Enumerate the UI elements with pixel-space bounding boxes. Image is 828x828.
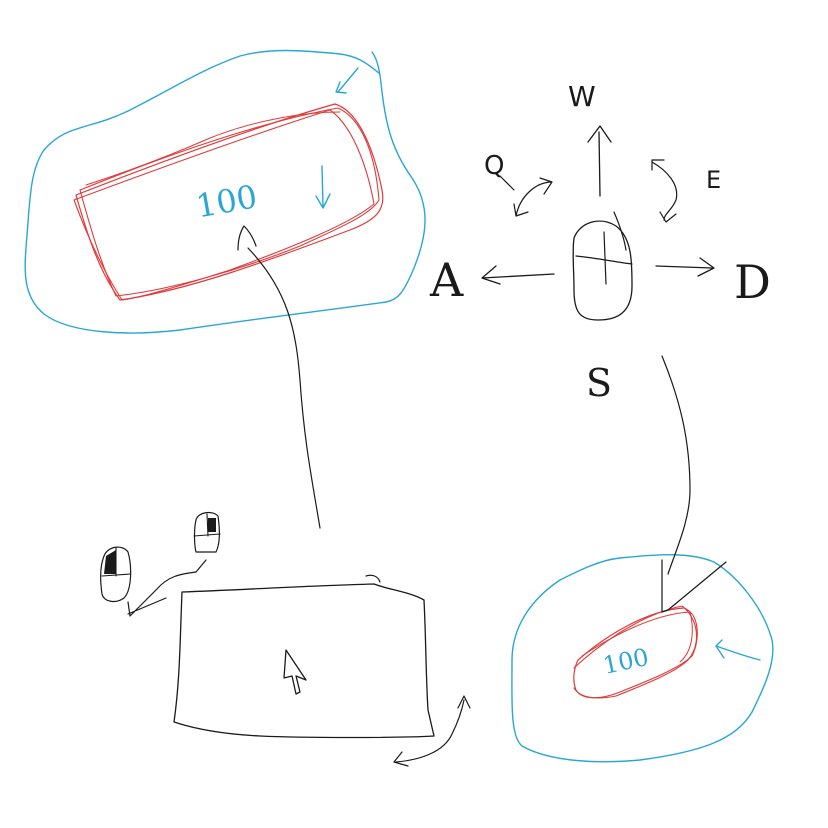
up-arrow — [587, 125, 612, 197]
rotate-left-arrow — [513, 177, 553, 217]
small-panel-callout-leader — [661, 559, 727, 613]
keyboard-controls: W A D S Q E — [429, 80, 771, 405]
key-w: W — [568, 80, 596, 113]
rotate-right-arrow — [651, 159, 678, 223]
small-panel-callout-line — [661, 355, 691, 575]
key-d: D — [734, 255, 771, 309]
small-region-blue-outline — [511, 554, 774, 763]
key-s: S — [586, 361, 612, 405]
mouse-to-area-connector — [127, 559, 207, 617]
small-panel-value: 100 — [601, 643, 652, 680]
mouse-right-click-icon — [193, 511, 221, 553]
small-region: 100 — [511, 355, 774, 763]
zoomed-region: 100 — [24, 49, 426, 529]
zoom-callout-arrowhead — [237, 225, 257, 251]
resize-arrow — [393, 695, 471, 767]
zoomed-region-blue-outline — [24, 49, 426, 334]
cursor-arrow-icon — [283, 649, 307, 695]
small-panel-red-box — [573, 605, 698, 699]
zoom-callout-line — [247, 247, 321, 529]
zoom-indicator-arrow — [335, 67, 359, 94]
q-connector — [499, 175, 515, 191]
key-a: A — [429, 253, 464, 307]
right-arrow — [655, 257, 715, 277]
zoomed-panel-down-arrow — [315, 165, 331, 209]
drag-area-box — [173, 583, 435, 739]
zoomed-panel-red-box — [73, 103, 384, 301]
mouse-left-click-icon — [100, 546, 132, 603]
key-e: E — [706, 166, 721, 194]
drag-area — [100, 511, 471, 767]
left-arrow — [481, 265, 555, 285]
drag-area-corner-mark — [365, 574, 381, 583]
zoomed-panel-value: 100 — [193, 177, 260, 225]
key-q: Q — [484, 151, 504, 181]
mouse-icon — [572, 211, 633, 321]
small-panel-pointer-arrow — [715, 639, 761, 661]
